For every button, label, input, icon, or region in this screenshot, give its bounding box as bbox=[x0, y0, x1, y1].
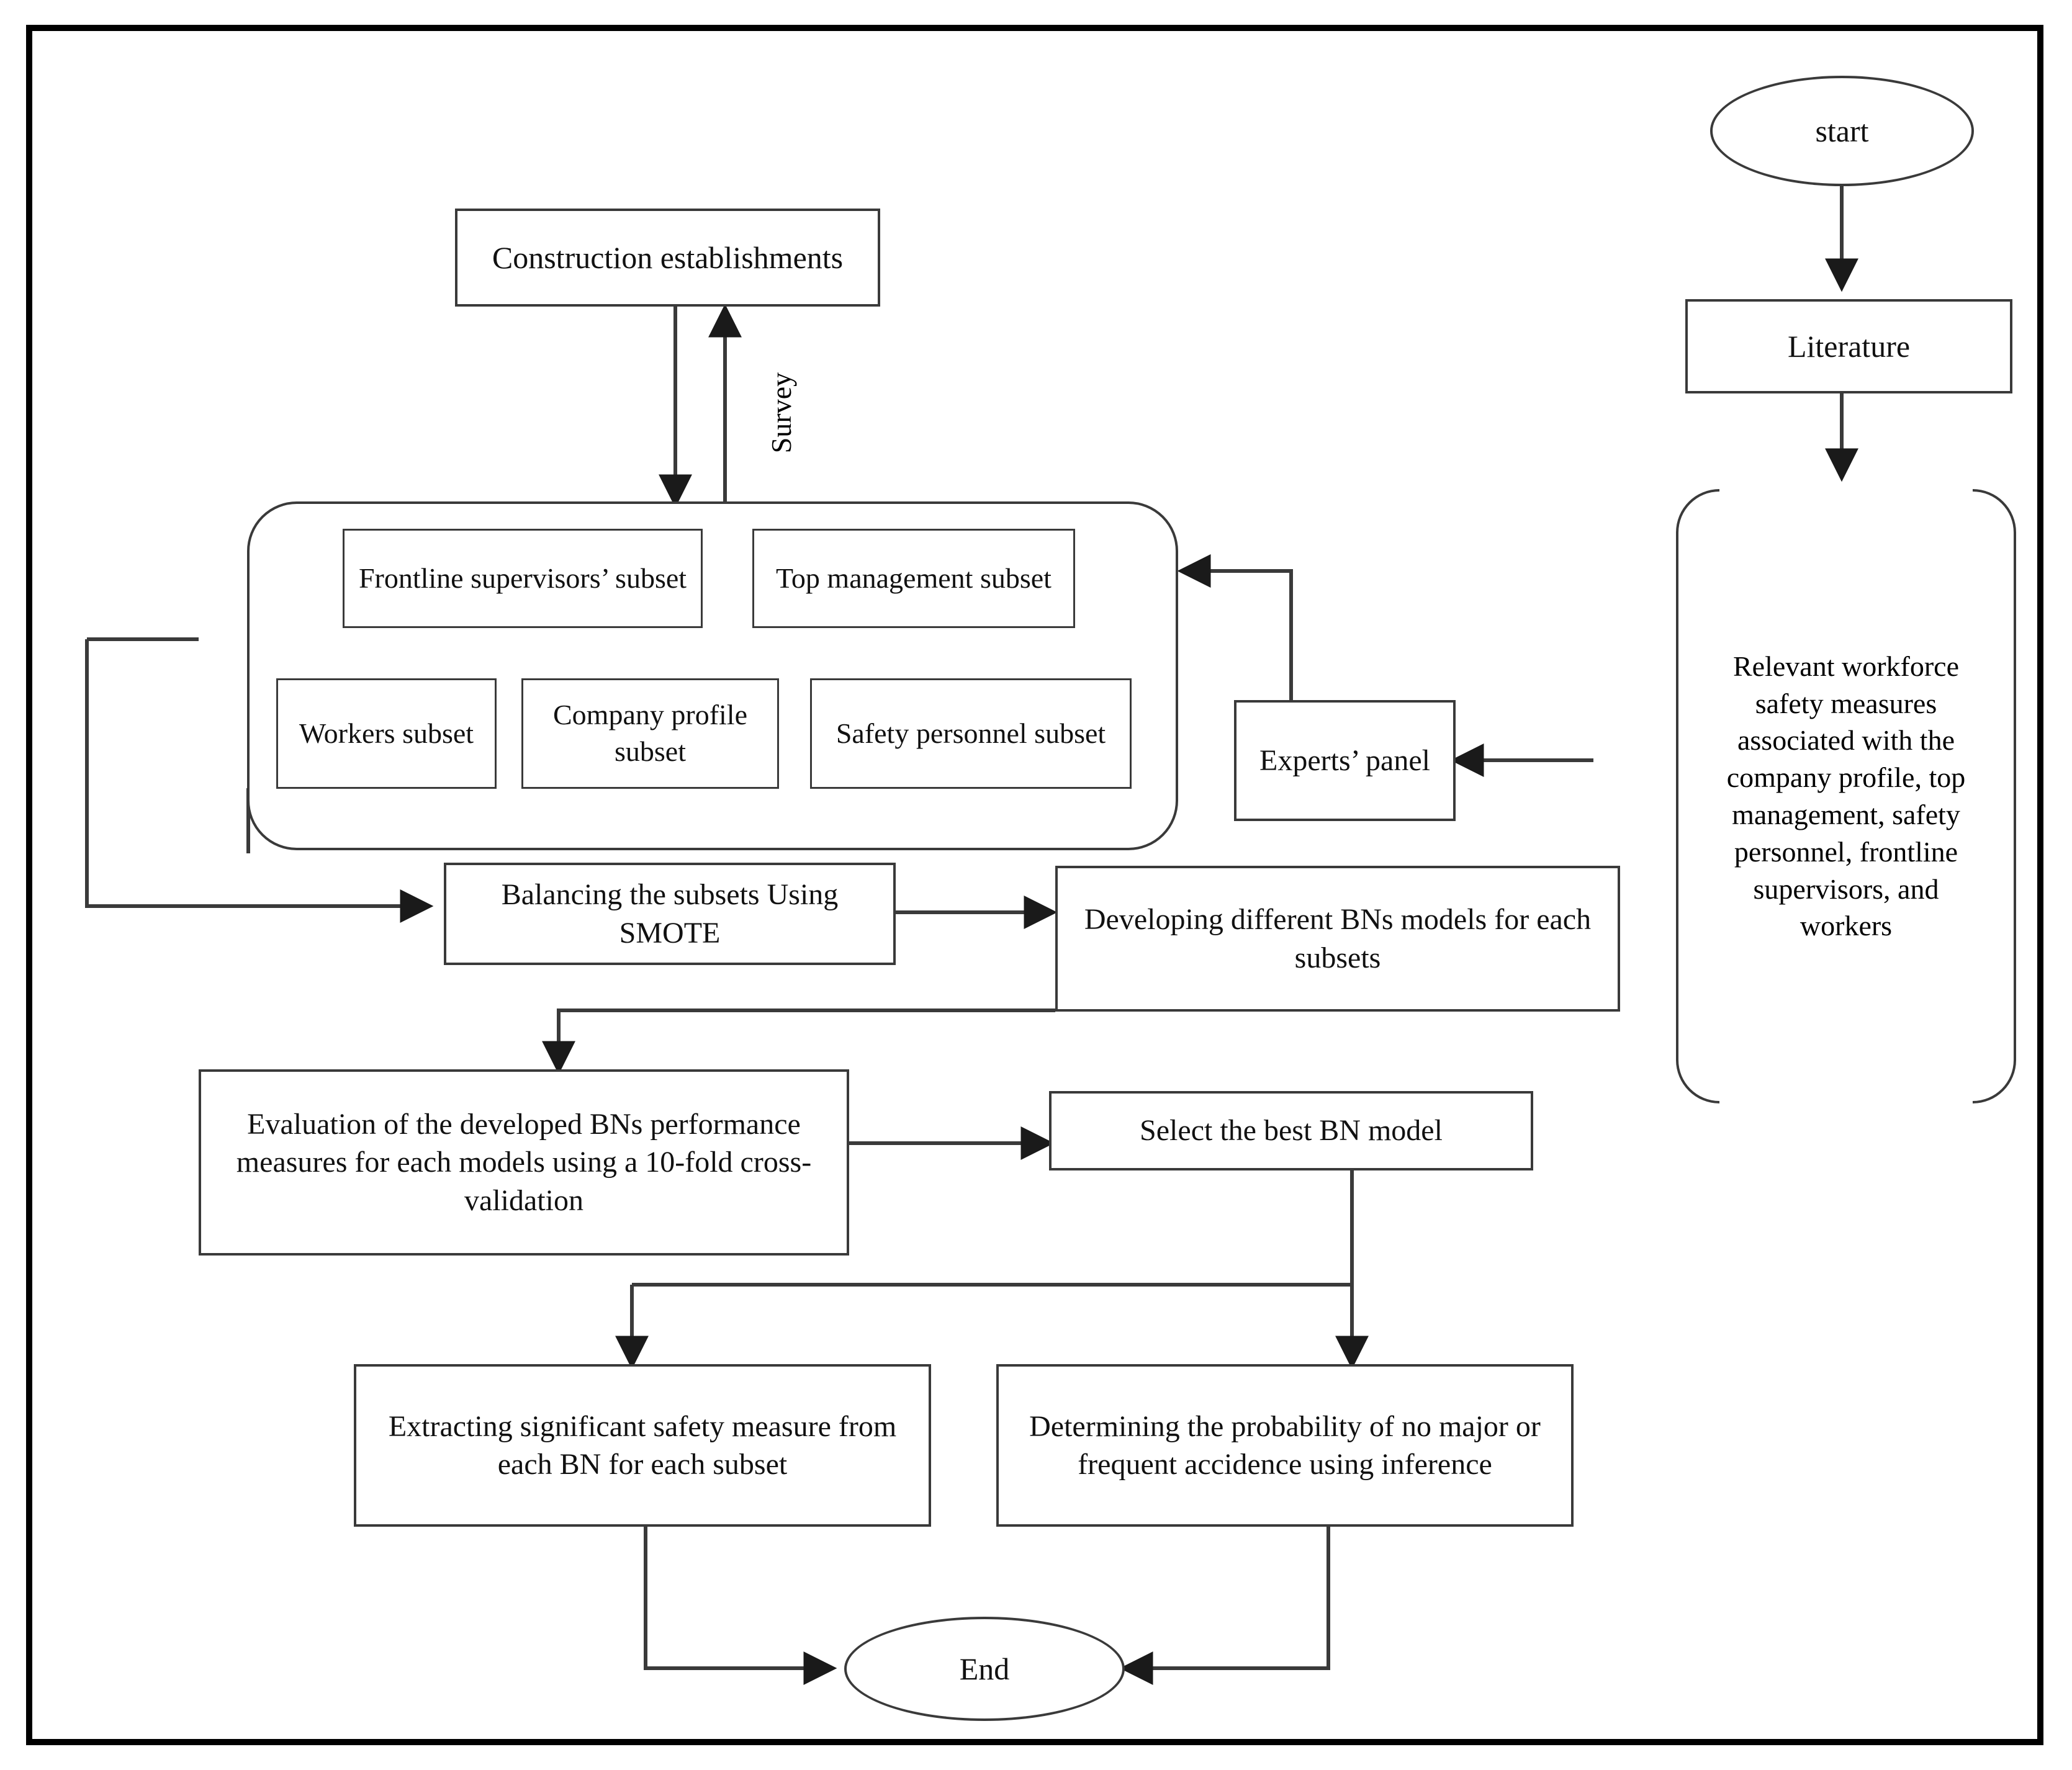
node-safety-personnel-subset-label: Safety personnel subset bbox=[836, 717, 1106, 749]
node-start[interactable]: start bbox=[1710, 76, 1974, 186]
node-experts-panel-label: Experts’ panel bbox=[1259, 743, 1430, 777]
node-developing-bns-label: Developing different BNs models for each… bbox=[1084, 903, 1592, 974]
node-relevant-measures[interactable]: Relevant workforce safety measures assoc… bbox=[1676, 489, 2016, 1103]
node-workers-subset-label: Workers subset bbox=[299, 717, 474, 749]
node-relevant-measures-label: Relevant workforce safety measures assoc… bbox=[1726, 650, 1966, 942]
edge-label-survey: Survey bbox=[765, 372, 797, 454]
node-top-management-subset-label: Top management subset bbox=[776, 562, 1052, 594]
node-workers-subset[interactable]: Workers subset bbox=[276, 678, 497, 789]
node-construction-establishments-label: Construction establishments bbox=[492, 240, 844, 275]
diagram-frame bbox=[26, 25, 2043, 1745]
node-extracting-safety-measure[interactable]: Extracting significant safety measure fr… bbox=[354, 1364, 931, 1527]
node-select-best-bn-label: Select the best BN model bbox=[1140, 1114, 1443, 1148]
node-top-management-subset[interactable]: Top management subset bbox=[752, 529, 1075, 628]
node-evaluation-bns-label: Evaluation of the developed BNs performa… bbox=[236, 1107, 812, 1217]
node-literature[interactable]: Literature bbox=[1685, 299, 2012, 393]
node-safety-personnel-subset[interactable]: Safety personnel subset bbox=[810, 678, 1132, 789]
node-determining-probability-label: Determining the probability of no major … bbox=[1029, 1409, 1541, 1481]
node-extracting-safety-measure-label: Extracting significant safety measure fr… bbox=[388, 1409, 897, 1481]
node-balancing-smote[interactable]: Balancing the subsets Using SMOTE bbox=[444, 863, 896, 965]
node-developing-bns[interactable]: Developing different BNs models for each… bbox=[1055, 866, 1620, 1012]
bracket-right-arc bbox=[1973, 489, 2016, 1103]
bracket-left-arc bbox=[1676, 489, 1719, 1103]
node-experts-panel[interactable]: Experts’ panel bbox=[1234, 700, 1456, 821]
node-frontline-supervisors-subset-label: Frontline supervisors’ subset bbox=[358, 562, 687, 594]
node-determining-probability[interactable]: Determining the probability of no major … bbox=[996, 1364, 1574, 1527]
node-start-label: start bbox=[1815, 114, 1869, 148]
node-balancing-smote-label: Balancing the subsets Using SMOTE bbox=[501, 878, 839, 950]
node-company-profile-subset-label: Company profile subset bbox=[553, 699, 747, 767]
node-frontline-supervisors-subset[interactable]: Frontline supervisors’ subset bbox=[343, 529, 703, 628]
node-end-label: End bbox=[959, 1651, 1010, 1686]
node-select-best-bn[interactable]: Select the best BN model bbox=[1049, 1091, 1533, 1170]
node-end[interactable]: End bbox=[844, 1617, 1125, 1721]
node-literature-label: Literature bbox=[1787, 329, 1911, 364]
node-construction-establishments[interactable]: Construction establishments bbox=[455, 209, 880, 307]
node-company-profile-subset[interactable]: Company profile subset bbox=[521, 678, 779, 789]
node-evaluation-bns[interactable]: Evaluation of the developed BNs performa… bbox=[199, 1069, 849, 1256]
